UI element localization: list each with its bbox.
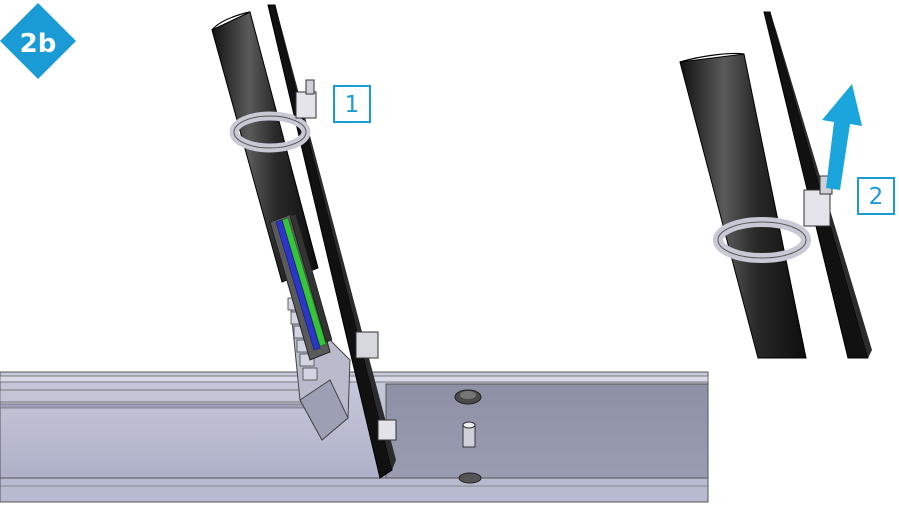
callout-2: 2 (857, 177, 895, 215)
step-label: 2b (20, 29, 57, 59)
wire-green (281, 217, 327, 347)
callout-1: 1 (333, 85, 371, 123)
wire-blue (275, 219, 321, 351)
callout-2-number: 2 (869, 184, 884, 210)
step-badge: 2b (0, 3, 76, 79)
callout-1-number: 1 (345, 92, 360, 118)
luminaire-profile (0, 371, 709, 503)
cable-tie-head-detail (803, 189, 831, 227)
detail-view (679, 11, 872, 359)
pull-direction-arrow (822, 84, 862, 190)
cable-tie-head (295, 91, 317, 119)
cable-left (211, 11, 333, 361)
